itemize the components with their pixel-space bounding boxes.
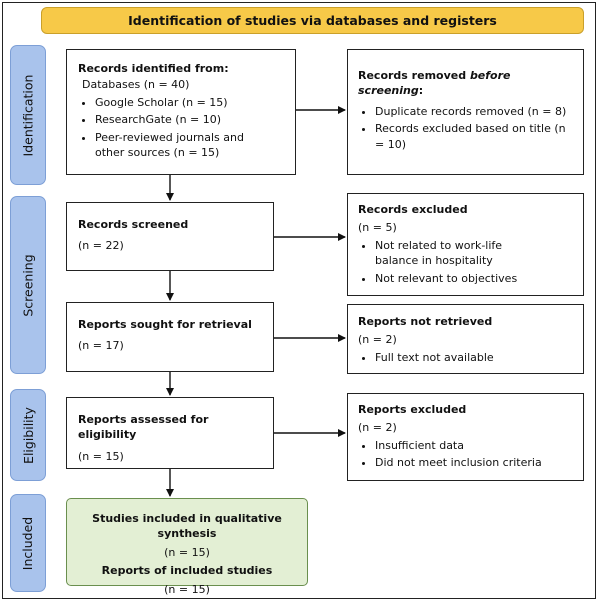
reports-excluded-box: Reports excluded (n = 2) Insufficient da… (347, 393, 584, 481)
included-studies-title: Studies included in qualitative synthesi… (92, 512, 282, 541)
reports-excluded-item: Did not meet inclusion criteria (375, 455, 575, 470)
reports-assessed-count: (n = 15) (78, 449, 124, 463)
reports-not-retrieved-box: Reports not retrieved (n = 2) Full text … (347, 304, 584, 374)
excluded-item: Not relevant to objectives (375, 271, 575, 286)
reports-sought-box: Reports sought for retrieval (n = 17) (66, 302, 274, 372)
databases-count: Databases (n = 40) (82, 78, 190, 92)
phase-eligibility: Eligibility (10, 389, 46, 481)
reports-excluded-count: (n = 2) (358, 421, 397, 435)
source-item: Google Scholar (n = 15) (95, 95, 286, 110)
records-excluded-count: (n = 5) (358, 221, 397, 235)
reports-excluded-title: Reports excluded (358, 403, 467, 416)
included-reports-count: (n = 15) (164, 582, 210, 596)
phase-screening: Screening (10, 196, 46, 374)
included-studies-box: Studies included in qualitative synthesi… (66, 498, 308, 596)
reports-excluded-item: Insufficient data (375, 438, 575, 453)
records-excluded-box: Records excluded (n = 5) Not related to … (347, 193, 584, 296)
header-title: Identification of studies via databases … (128, 13, 497, 28)
reports-not-retrieved-title: Reports not retrieved (358, 315, 493, 328)
included-studies-count: (n = 15) (164, 545, 210, 559)
removed-list: Duplicate records removed (n = 8) Record… (358, 104, 575, 152)
records-removed-title: Records removed before screening: (358, 69, 511, 98)
records-identified-box: Records identified from: Databases (n = … (66, 49, 296, 175)
phase-identification: Identification (10, 45, 46, 185)
removed-item: Records excluded based on title (n = 10) (375, 121, 575, 152)
records-removed-box: Records removed before screening: Duplic… (347, 49, 584, 175)
source-item: ResearchGate (n = 10) (95, 112, 286, 127)
reports-sought-title: Reports sought for retrieval (78, 318, 252, 331)
header-banner: Identification of studies via databases … (41, 7, 584, 34)
excluded-item: Not related to work-life balance in hosp… (375, 238, 545, 269)
reports-not-retrieved-count: (n = 2) (358, 333, 397, 347)
records-identified-title: Records identified from: (78, 62, 229, 75)
reports-assessed-title: Reports assessed for eligibility (78, 413, 209, 442)
excluded-list: Not related to work-life balance in hosp… (358, 238, 575, 286)
included-reports-title: Reports of included studies (101, 564, 273, 578)
records-excluded-title: Records excluded (358, 203, 468, 216)
sources-list: Google Scholar (n = 15) ResearchGate (n … (78, 95, 286, 161)
records-screened-title: Records screened (78, 218, 189, 231)
records-screened-count: (n = 22) (78, 239, 124, 253)
removed-item: Duplicate records removed (n = 8) (375, 104, 575, 119)
reports-excluded-list: Insufficient data Did not meet inclusion… (358, 438, 575, 471)
phase-included: Included (10, 494, 46, 592)
records-screened-box: Records screened (n = 22) (66, 202, 274, 271)
not-retrieved-item: Full text not available (375, 350, 575, 365)
reports-assessed-box: Reports assessed for eligibility (n = 15… (66, 397, 274, 469)
source-item: Peer-reviewed journals and other sources… (95, 130, 270, 161)
not-retrieved-list: Full text not available (358, 350, 575, 365)
reports-sought-count: (n = 17) (78, 339, 124, 353)
